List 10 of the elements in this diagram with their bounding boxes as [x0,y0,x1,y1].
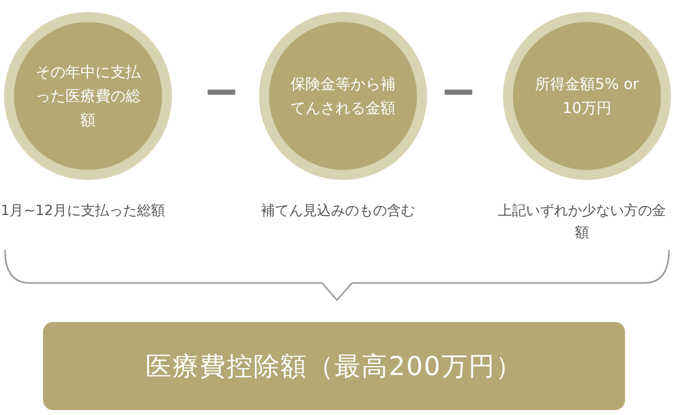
circle-text: 保険金等から補てんされる金額 [290,74,396,119]
result-box [43,322,625,410]
circle-text: 所得金額5% or 10万円 [534,74,640,119]
minus-sign: − [203,70,240,114]
circle-text: その年中に支払った医療費の総額 [34,62,142,131]
circle-caption: 1月~12月に支払った総額 [0,202,166,221]
circle-caption: 上記いずれか少ない方の金額 [497,202,667,243]
minus-sign: − [440,70,477,114]
result-text: 医療費控除額（最高200万円） [146,350,522,384]
circle-caption: 補てん見込みのもの含む [260,202,416,221]
